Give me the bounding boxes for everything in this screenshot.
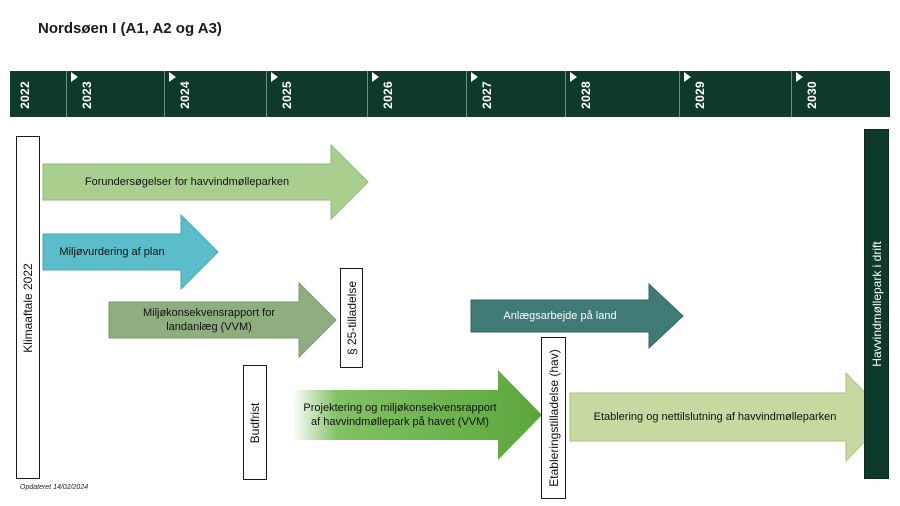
timeline-bar: 2022 2023 2024 2025 2026 2027 2028 2029 … [10,71,890,117]
year-label: 2029 [693,81,707,109]
year-2029: 2029 [683,71,707,117]
year-2023: 2023 [70,71,94,117]
milestone-budfrist: Budfrist [243,365,267,480]
year-label: 2030 [805,81,819,109]
year-2022: 2022 [18,71,38,117]
timeline-divider [679,71,680,117]
milestone-etableringstilladelse: Etableringstilladelse (hav) [541,337,566,499]
activity-etablering: Etablering og nettilslutning af havvindm… [569,371,889,463]
activity-label: Miljøkonsekvensrapport for landanlæg (VV… [142,307,276,333]
year-label: 2027 [480,81,494,109]
activity-label: Anlægsarbejde på land [503,310,617,322]
page-title: Nordsøen I (A1, A2 og A3) [38,20,222,37]
triangle-marker-icon [372,72,379,82]
activity-label: Projektering og miljøkonsekvensrapport a… [303,402,497,428]
year-2025: 2025 [270,71,294,117]
milestone-label: Havvindmøllepark i drift [869,241,884,367]
year-2026: 2026 [371,71,395,117]
milestone-paragraf25: § 25-tilladelse [340,268,363,368]
year-2030: 2030 [795,71,819,117]
activity-miljoevurdering: Miljøvurdering af plan [42,213,219,291]
milestone-drift: Havvindmøllepark i drift [864,129,889,479]
arrow-shape-icon [42,143,369,221]
arrow-shape-icon [470,282,684,350]
arrow-shape-icon [108,281,337,359]
activity-label: Forundersøgelser for havvindmølleparken [84,176,290,188]
milestone-label: Etableringstilladelse (hav) [546,349,561,487]
triangle-marker-icon [570,72,577,82]
year-2028: 2028 [569,71,593,117]
triangle-marker-icon [71,72,78,82]
activity-forundersoegelser: Forundersøgelser for havvindmølleparken [42,143,369,221]
year-2024: 2024 [168,71,192,117]
activity-projektering: Projektering og miljøkonsekvensrapport a… [292,370,542,460]
timeline-divider [164,71,165,117]
triangle-marker-icon [169,72,176,82]
triangle-marker-icon [796,72,803,82]
timeline-divider [266,71,267,117]
timeline-divider [66,71,67,117]
year-label: 2024 [178,81,192,109]
triangle-marker-icon [471,72,478,82]
timeline-divider [791,71,792,117]
activity-miljoekonsekvens-land: Miljøkonsekvensrapport for landanlæg (VV… [108,281,337,359]
triangle-marker-icon [271,72,278,82]
year-2027: 2027 [470,71,494,117]
timeline-divider [367,71,368,117]
arrow-shape-icon [42,213,219,291]
triangle-marker-icon [684,72,691,82]
activity-anlaegsarbejde: Anlægsarbejde på land [470,282,684,350]
timeline-divider [565,71,566,117]
milestone-label: § 25-tilladelse [344,280,359,356]
milestone-label: Budfrist [248,402,262,443]
arrow-shape-icon [292,370,542,460]
updated-date: Opdateret 14/02/2024 [20,484,89,491]
activity-label: Miljøvurdering af plan [59,246,165,258]
year-label: 2025 [280,81,294,109]
year-label: 2023 [80,81,94,109]
milestone-klimaaftale: Klimaaftale 2022 [16,136,40,479]
year-label: 2028 [579,81,593,109]
milestone-label: Klimaaftale 2022 [21,262,35,353]
year-label: 2026 [381,81,395,109]
timeline-divider [466,71,467,117]
activity-label: Etablering og nettilslutning af havvindm… [593,411,837,423]
year-label: 2022 [18,81,32,109]
